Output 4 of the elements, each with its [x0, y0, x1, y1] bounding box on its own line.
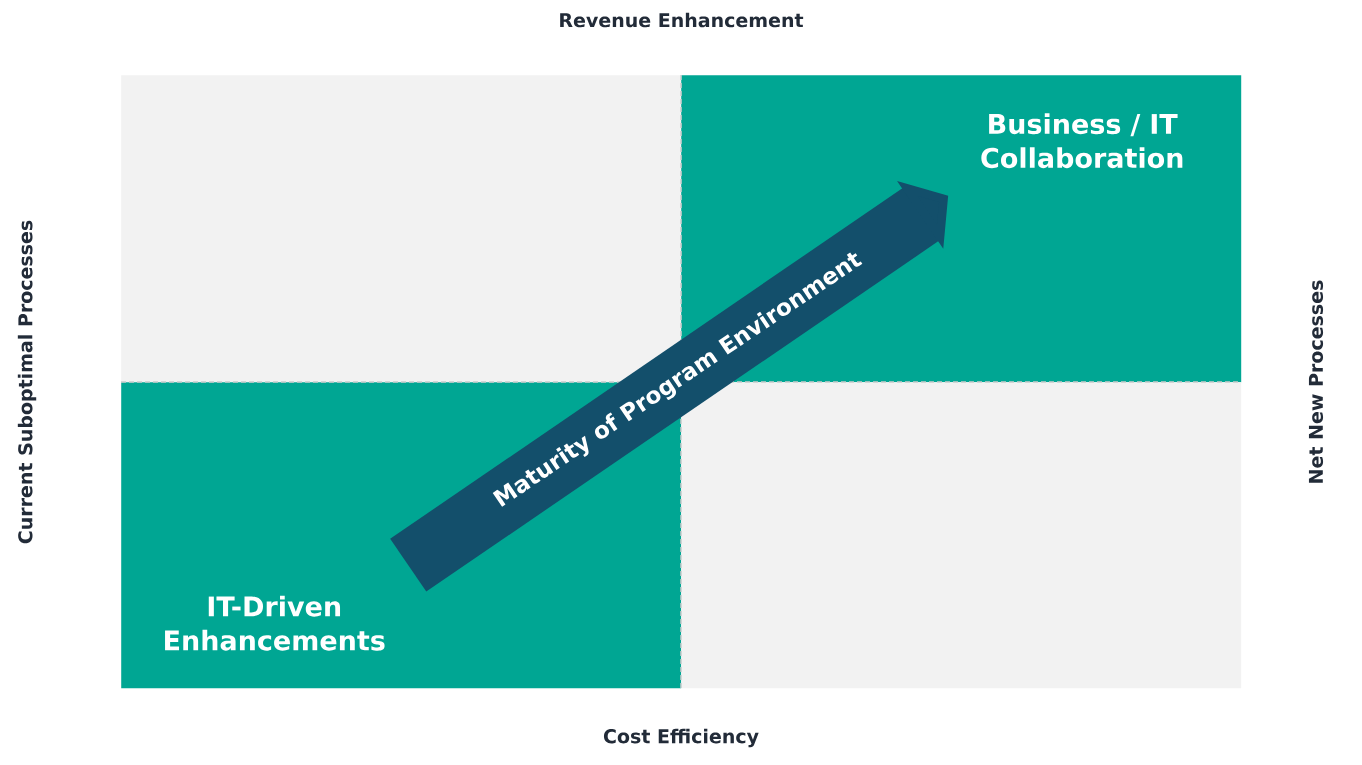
- axis-label: Cost Efficiency: [603, 728, 759, 748]
- axis-label: Net New Processes: [1308, 280, 1324, 483]
- axis-label: Current Suboptimal Processes: [17, 220, 37, 544]
- axis-label: Revenue Enhancement: [560, 12, 804, 28]
